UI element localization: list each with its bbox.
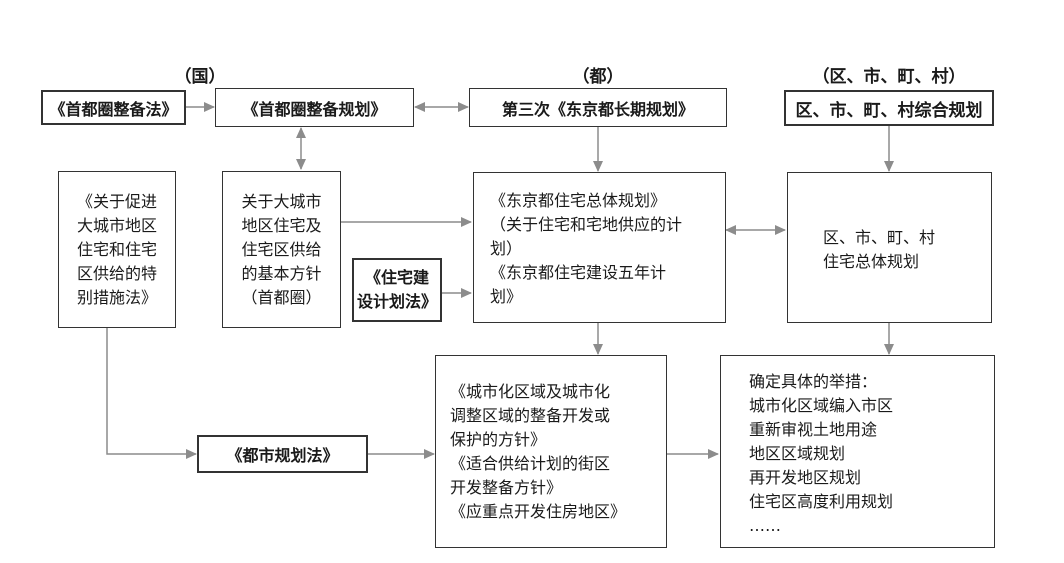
- box-capital-region-plan: 《首都圈整备规划》: [215, 88, 414, 127]
- box-local-comprehensive-plan: 区、市、町、村综合规划: [784, 90, 994, 126]
- urbanization-line: 调整区域的整备开发或: [450, 406, 611, 425]
- capital-region-law-label: 《首都圈整备法》: [49, 99, 178, 119]
- header-metropolis: （都）: [572, 67, 624, 87]
- housing-construction-law-line: 《住宅建: [364, 268, 429, 287]
- urbanization-line: 《应重点开发住房地区》: [450, 502, 627, 521]
- box-capital-region-law: 《首都圈整备法》: [41, 90, 186, 125]
- urbanization-line: 保护的方针》: [450, 430, 547, 449]
- capital-region-plan-label: 《首都圈整备规划》: [242, 99, 387, 119]
- box-urbanization-policies: 《城市化区域及城市化 调整区域的整备开发或 保护的方针》 《适合供给计划的街区 …: [435, 355, 667, 548]
- master-plan-line: （关于住宅和宅地供应的计: [490, 215, 683, 234]
- special-measures-law-line: 别措施法》: [76, 287, 157, 307]
- arrow-special-law-to-city-planning: [106, 328, 197, 459]
- measures-line: 城市化区域编入市区: [749, 396, 894, 415]
- measures-line: 地区区域规划: [749, 444, 846, 463]
- box-city-planning-law: 《都市规划法》: [197, 435, 368, 473]
- basic-policy-line: （首都圈）: [241, 287, 322, 307]
- measures-line: 确定具体的举措：: [749, 372, 878, 391]
- basic-policy-line: 的基本方针: [241, 263, 322, 283]
- box-tokyo-long-term-plan: 第三次《东京都长期规划》: [469, 88, 727, 127]
- box-special-measures-law: 《关于促进 大城市地区 住宅和住宅 区供给的特 别措施法》: [58, 171, 176, 328]
- master-plan-line: 《东京都住宅总体规划》: [490, 191, 667, 210]
- header-local: （区、市、町、村）: [812, 67, 966, 87]
- measures-line: 重新审视土地用途: [749, 420, 878, 439]
- measures-line: 住宅区高度利用规划: [749, 492, 894, 511]
- box-basic-policy: 关于大城市 地区住宅及 住宅区供给 的基本方针 （首都圈）: [222, 171, 341, 328]
- measures-line: ……: [749, 516, 781, 535]
- box-local-housing-plan: 区、市、町、村 住宅总体规划: [787, 172, 992, 323]
- special-measures-law-line: 《关于促进: [76, 191, 157, 211]
- special-measures-law-line: 住宅和住宅: [76, 239, 157, 259]
- urbanization-line: 《适合供给计划的街区: [450, 454, 611, 473]
- basic-policy-line: 地区住宅及: [241, 215, 322, 235]
- city-planning-law-label: 《都市规划法》: [226, 446, 339, 465]
- basic-policy-line: 关于大城市: [241, 191, 322, 211]
- local-housing-plan-line: 区、市、町、村: [823, 228, 936, 247]
- measures-line: 再开发地区规划: [749, 468, 862, 487]
- basic-policy-line: 住宅区供给: [241, 239, 322, 259]
- housing-construction-law-line: 设计划法》: [356, 292, 437, 311]
- box-specific-measures: 确定具体的举措： 城市化区域编入市区 重新审视土地用途 地区区域规划 再开发地区…: [720, 355, 995, 548]
- master-plan-line: 《东京都住宅建设五年计: [490, 263, 667, 282]
- local-housing-plan-line: 住宅总体规划: [823, 252, 920, 271]
- header-national: （国）: [174, 67, 226, 87]
- urbanization-line: 开发整备方针》: [450, 478, 563, 497]
- special-measures-law-line: 大城市地区: [76, 215, 157, 235]
- tokyo-long-term-plan-label: 第三次《东京都长期规划》: [501, 99, 694, 119]
- local-comprehensive-plan-label: 区、市、町、村综合规划: [795, 100, 983, 121]
- box-tokyo-housing-master-plan: 《东京都住宅总体规划》 （关于住宅和宅地供应的计 划） 《东京都住宅建设五年计 …: [473, 172, 726, 323]
- special-measures-law-line: 区供给的特: [76, 263, 157, 283]
- master-plan-line: 划》: [490, 287, 523, 306]
- box-housing-construction-law: 《住宅建 设计划法》: [352, 258, 442, 322]
- master-plan-line: 划）: [490, 239, 523, 258]
- urbanization-line: 《城市化区域及城市化: [450, 382, 611, 401]
